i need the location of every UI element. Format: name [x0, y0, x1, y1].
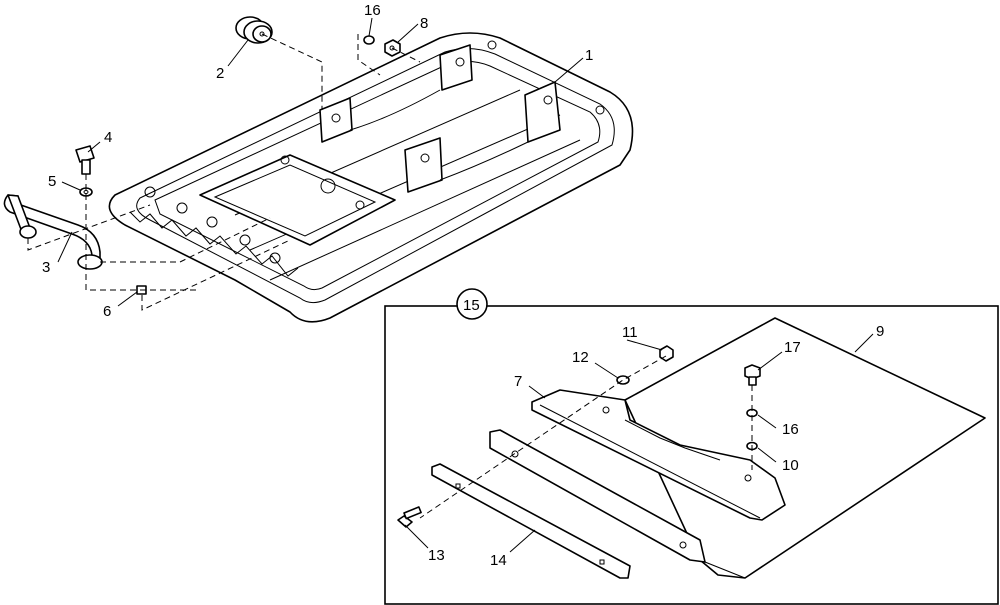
callout-16-top: 16 [364, 2, 381, 19]
callout-16-kit: 16 [782, 421, 799, 438]
bolt-13 [397, 506, 422, 528]
strip-14 [431, 463, 631, 579]
callout-3: 3 [42, 259, 50, 276]
callout-1: 1 [585, 47, 593, 64]
bolt-17 [744, 364, 761, 386]
callout-10: 10 [782, 457, 799, 474]
callout-5: 5 [48, 173, 56, 190]
callout-14: 14 [490, 552, 507, 569]
bracket-7 [531, 389, 786, 521]
breather-cap [235, 16, 273, 44]
oil-pipe [3, 194, 103, 270]
callout-12: 12 [572, 349, 589, 366]
nut-8 [384, 39, 401, 57]
callout-4: 4 [104, 129, 112, 146]
kit-box [384, 288, 999, 605]
oil-pan [108, 32, 634, 323]
washer-16-top [363, 35, 375, 45]
callout-11: 11 [622, 324, 638, 341]
leader-lines [57, 17, 874, 553]
callout-13: 13 [428, 547, 445, 564]
callout-2: 2 [216, 65, 224, 82]
callout-6: 6 [103, 303, 111, 320]
callout-8: 8 [420, 15, 428, 32]
callout-15: 15 [463, 297, 480, 314]
callout-17: 17 [784, 339, 801, 356]
side-plate [489, 429, 706, 563]
bolt-4 [75, 145, 95, 175]
callout-7: 7 [514, 373, 522, 390]
callout-9: 9 [876, 323, 884, 340]
